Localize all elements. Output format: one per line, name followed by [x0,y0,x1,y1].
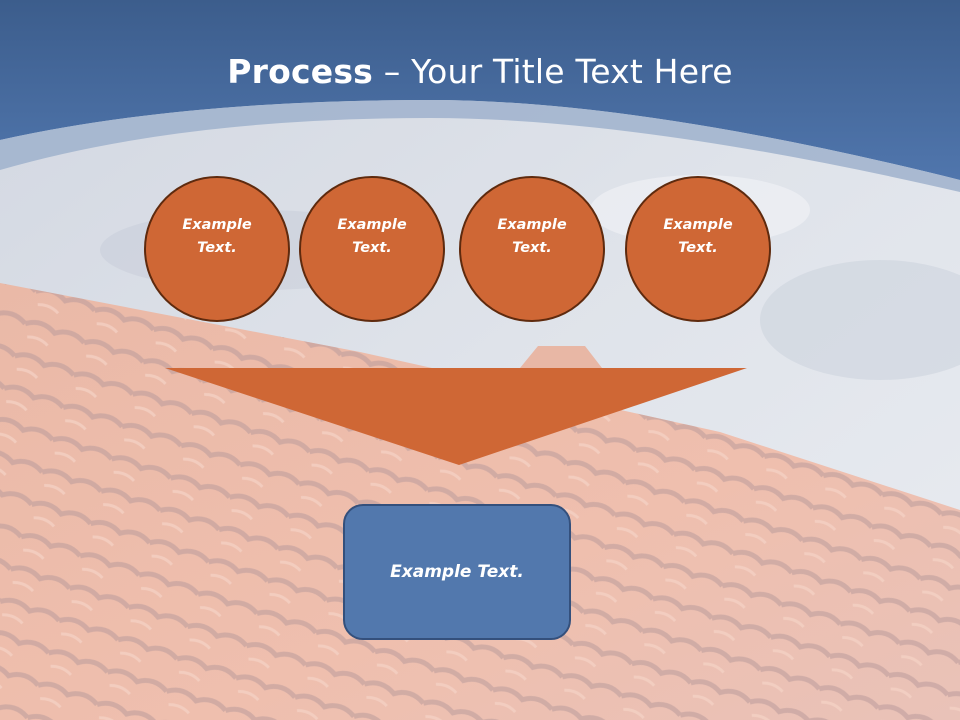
slide-title: Process – Your Title Text Here [0,52,960,91]
process-step-2: Example Text. [299,176,445,322]
process-step-1: Example Text. [144,176,290,322]
result-label: Example Text. [390,562,524,582]
process-step-label: Example Text. [663,217,733,256]
result-box: Example Text. [343,504,571,640]
process-step-label: Example Text. [497,217,567,256]
process-step-4: Example Text. [625,176,771,322]
title-bold: Process [227,52,374,91]
process-step-label: Example Text. [337,217,407,256]
process-step-3: Example Text. [459,176,605,322]
title-rest: – Your Title Text Here [373,52,733,91]
process-step-label: Example Text. [182,217,252,256]
